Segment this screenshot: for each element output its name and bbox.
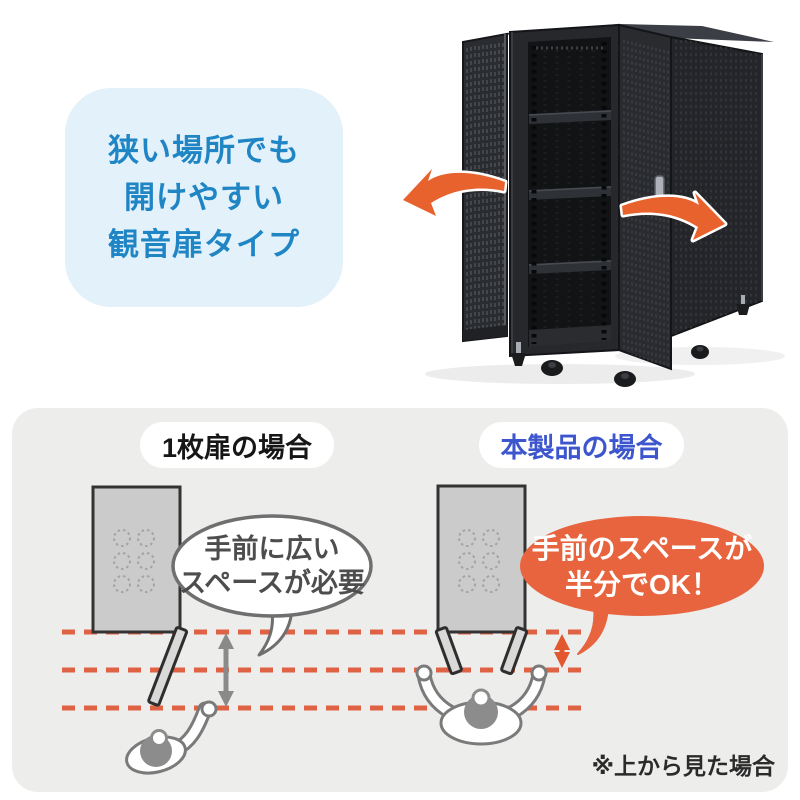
person-double	[415, 664, 548, 746]
callout-line-3: 観音扉タイプ	[108, 227, 300, 263]
person-single	[125, 700, 218, 775]
space-arrow-single	[218, 633, 234, 707]
double-door-rack-top	[436, 484, 527, 634]
single-bubble-line-1: 手前に広い	[205, 533, 340, 564]
double-door-right	[500, 626, 529, 676]
label-pill-single-door: 1枚扉の場合	[140, 422, 334, 468]
single-door-label: 1枚扉の場合	[161, 432, 313, 463]
note-top-view: ※上から見た場合	[592, 753, 776, 779]
space-arrow-double	[554, 634, 570, 668]
callout-line-2: 開けやすい	[124, 179, 284, 215]
hand-single	[200, 700, 218, 718]
door-open-arrow-left	[400, 166, 508, 219]
double-door-left	[434, 626, 463, 676]
single-door-panel	[147, 626, 189, 707]
rack-side-panel	[670, 35, 763, 338]
product-label: 本製品の場合	[500, 432, 663, 463]
rack-feet	[511, 295, 750, 387]
double-rack-vent-holes	[458, 529, 500, 593]
label-pill-this-product: 本製品の場合	[479, 422, 684, 468]
single-rack-vent-holes	[113, 529, 155, 593]
product-bubble-line-2: 半分でOK！	[565, 569, 719, 600]
door-open-arrow-right	[619, 190, 728, 243]
callout-line-1: 狭い場所でも	[108, 132, 300, 168]
single-bubble-line-2: スペースが必要	[179, 567, 365, 598]
hand-right	[530, 664, 548, 682]
comparison-panel: 1枚扉の場合 本製品の場合	[12, 408, 788, 792]
comparison-diagram: 手前に広い スペースが必要	[62, 484, 776, 779]
rack-top-surface	[619, 24, 774, 42]
rack-photo	[400, 23, 785, 387]
single-door-rack-top	[91, 485, 182, 634]
callout-bubble: 狭い場所でも 開けやすい 観音扉タイプ	[65, 88, 343, 307]
hand-left	[415, 664, 433, 682]
rack-cabinet	[509, 23, 620, 358]
product-bubble-line-1: 手前のスペースが	[532, 532, 753, 564]
speech-bubble-single: 手前に広い スペースが必要	[171, 514, 373, 657]
speech-bubble-product: 手前のスペースが 半分でOK！	[520, 516, 764, 655]
